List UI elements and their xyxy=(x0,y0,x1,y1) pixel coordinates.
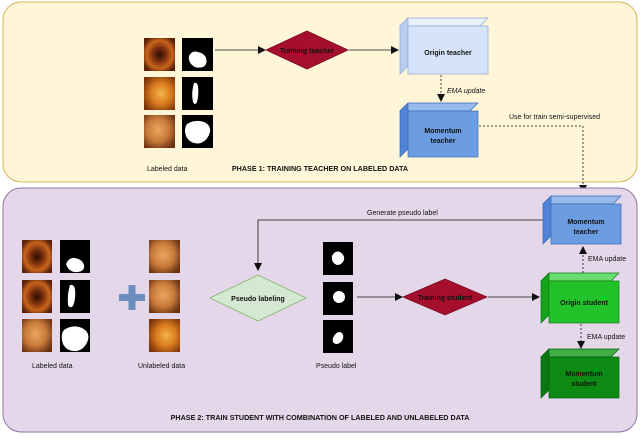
mask-shape xyxy=(185,120,211,144)
training-student-diamond xyxy=(401,278,489,316)
origin-teacher-cube xyxy=(399,17,489,75)
phase1-labeled-data-caption: Labeled data xyxy=(147,166,188,173)
phase1-ema-update-label: EMA update xyxy=(447,88,485,95)
mask-shape xyxy=(332,332,344,344)
origin-teacher-label: Origin teacher xyxy=(424,50,472,57)
unlabeled-data-caption: Unlabeled data xyxy=(138,363,185,370)
training-teacher-label: Training teacher xyxy=(280,48,334,55)
endoscopy-image xyxy=(22,280,52,313)
phase2-momentum-teacher-label-1: Momentum xyxy=(567,219,604,226)
phase2-title: PHASE 2: TRAIN STUDENT WITH COMBINATION … xyxy=(171,413,470,422)
momentum-teacher-cube xyxy=(542,195,622,245)
training-student-label: Training student xyxy=(418,295,473,302)
generate-pseudo-label-arrow xyxy=(254,219,543,271)
unlabeled-images xyxy=(149,240,180,352)
mask-shape xyxy=(61,326,89,352)
mask-shape xyxy=(331,251,345,265)
momentum-teacher-label-1: Momentum xyxy=(424,128,461,135)
endoscopy-image xyxy=(149,319,180,352)
endoscopy-image xyxy=(22,319,52,352)
endoscopy-image xyxy=(144,115,175,148)
momentum-student-cube xyxy=(540,348,620,399)
phase1-panel xyxy=(2,1,638,183)
phase2-momentum-teacher-label-2: teacher xyxy=(574,229,599,236)
endoscopy-image xyxy=(22,240,52,273)
pseudo-labeling-label: Pseudo labeling xyxy=(231,296,285,303)
pseudo-labeling-diamond xyxy=(209,274,307,322)
momentum-teacher-cube xyxy=(399,102,479,158)
endoscopy-image xyxy=(144,77,175,110)
mask-shape xyxy=(67,284,76,308)
momentum-student-label-2: student xyxy=(571,381,597,388)
mask-shape xyxy=(333,291,345,303)
use-for-train-connector xyxy=(479,125,587,193)
endoscopy-image xyxy=(144,38,175,71)
mask-shape xyxy=(188,51,207,68)
momentum-teacher-label-2: teacher xyxy=(431,138,456,145)
endoscopy-image xyxy=(149,280,180,313)
phase1-title: PHASE 1: TRAINING TEACHER ON LABELED DAT… xyxy=(232,164,408,173)
pseudo-label-images xyxy=(323,242,353,353)
origin-student-label: Origin student xyxy=(560,300,609,307)
plus-icon xyxy=(119,285,145,310)
use-for-train-label: Use for train semi-supervised xyxy=(509,114,600,121)
phase2-ema-update-top-label: EMA update xyxy=(588,256,626,263)
momentum-student-label-1: Momentum xyxy=(565,371,602,378)
training-teacher-diamond xyxy=(265,30,349,70)
endoscopy-image xyxy=(149,240,180,273)
phase2-labeled-data-caption: Labeled data xyxy=(32,363,73,370)
pseudo-label-caption: Pseudo label xyxy=(316,363,357,370)
phase1-labeled-images xyxy=(144,38,213,148)
phase2-labeled-images xyxy=(22,240,90,352)
phase2-ema-update-bottom-label: EMA update xyxy=(587,334,625,341)
origin-student-cube xyxy=(540,272,620,324)
mask-shape xyxy=(192,82,199,104)
mask-shape xyxy=(66,257,85,273)
generate-pseudo-label-text: Generate pseudo label xyxy=(367,210,438,217)
